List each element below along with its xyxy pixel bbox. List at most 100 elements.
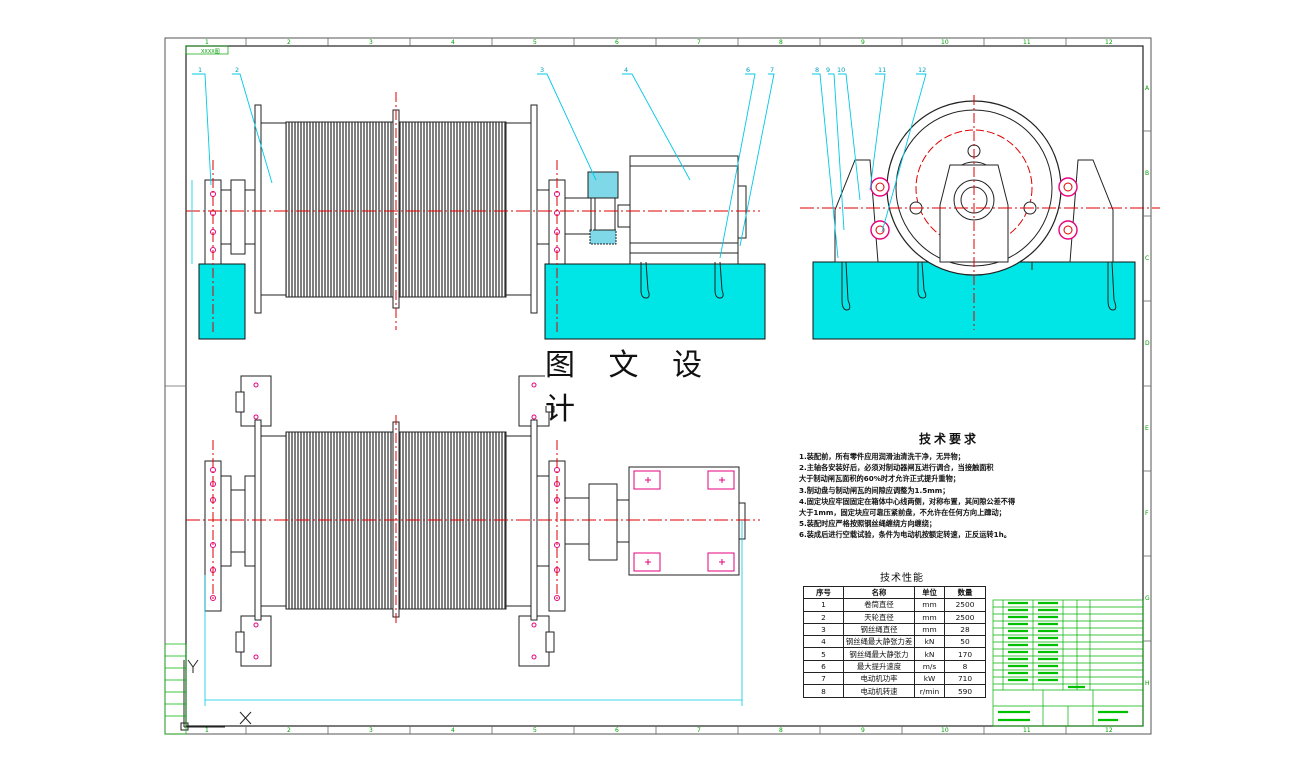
table-cell: kN — [914, 647, 945, 661]
table-cell: 卷筒直径 — [843, 598, 915, 612]
table-cell: mm — [914, 598, 945, 612]
callout-numbers: 1 2 3 4 6 7 8 9 10 11 12 — [198, 66, 926, 74]
drum-right-disk — [530, 104, 538, 314]
table-cell: 1 — [803, 598, 844, 612]
performance-table: 序号 名称 单位 数量 1 卷筒直径 mm 2500 2 天轮直径 mm 250… — [803, 585, 986, 698]
table-cell: mm — [914, 622, 945, 637]
table-cell: 天轮直径 — [843, 610, 915, 624]
column-labels-bottom: 1 2 3 4 5 6 7 8 9 10 11 12 — [205, 727, 1113, 734]
svg-text:5: 5 — [533, 39, 537, 46]
plan-brakes-left — [235, 375, 272, 667]
table-row: 6 最大提升速度 m/s 8 — [803, 659, 986, 674]
rope-winding-right — [398, 121, 507, 298]
table-row: 1 卷筒直径 mm 2500 — [803, 598, 986, 612]
svg-text:H: H — [1145, 680, 1150, 687]
table-cell: 7 — [803, 672, 844, 686]
svg-text:G: G — [1145, 595, 1150, 602]
table-cell: 590 — [944, 684, 986, 698]
header-cell: 名称 — [843, 585, 915, 600]
column-labels-top: 1 2 3 4 5 6 7 8 9 10 11 12 — [205, 39, 1113, 46]
svg-text:7: 7 — [770, 66, 774, 74]
table-cell: 3 — [803, 622, 844, 637]
requirement-line: 6.装成后进行空载试验，条件为电动机按额定转速，正反运转1h。 — [799, 530, 1011, 540]
watermark-label: 图 文 设 计 — [545, 348, 767, 427]
plan-view — [186, 375, 760, 706]
brake-stand-right — [1069, 159, 1114, 263]
svg-text:1: 1 — [205, 39, 209, 46]
svg-text:6: 6 — [615, 727, 619, 734]
drawing-number-box — [185, 45, 229, 55]
svg-text:2: 2 — [287, 727, 291, 734]
svg-text:1: 1 — [198, 66, 202, 74]
table-row: 2 天轮直径 mm 2500 — [803, 610, 986, 624]
requirement-line: 2.主轴各安装好后，必须对制动器闸瓦进行调合，当接触面积 — [799, 463, 994, 473]
overall-dimension — [204, 520, 743, 706]
svg-text:C: C — [1145, 255, 1149, 262]
requirement-line: 1.装配前，所有零件应用润滑油清洗干净，无异物； — [799, 452, 965, 461]
table-cell: 170 — [944, 647, 986, 661]
requirement-line: 3.制动盘与制动闸瓦的间隙应调整为1.5mm； — [799, 485, 950, 495]
title-block — [992, 599, 1144, 727]
svg-text:8: 8 — [779, 39, 783, 46]
svg-text:7: 7 — [697, 727, 701, 734]
plan-coupling — [588, 483, 618, 561]
motor-body — [629, 155, 739, 254]
table-cell: 钢丝绳最大静张力 — [843, 647, 915, 661]
svg-text:E: E — [1145, 425, 1149, 432]
table-cell: 50 — [944, 635, 986, 649]
svg-text:4: 4 — [451, 727, 455, 734]
svg-text:10: 10 — [941, 39, 949, 46]
svg-text:3: 3 — [369, 727, 373, 734]
table-cell: 最大提升速度 — [843, 659, 915, 674]
requirement-line: 4.固定块应牢固固定在箱体中心线两侧，对称布置，其间隙公差不得 — [799, 496, 1016, 506]
table-cell: 钢丝绳最大静张力差 — [843, 635, 915, 649]
table-row: 5 钢丝绳最大静张力 kN 170 — [803, 647, 986, 661]
svg-text:6: 6 — [615, 39, 619, 46]
table-cell: kN — [914, 635, 945, 649]
motor-foundation — [544, 263, 766, 340]
title-block-hatch — [998, 601, 1128, 722]
table-row: 3 钢丝绳直径 mm 28 — [803, 622, 986, 637]
table-cell: 5 — [803, 647, 844, 661]
table-cell: 2500 — [944, 598, 986, 612]
table-cell: kW — [914, 672, 945, 686]
svg-text:1: 1 — [205, 727, 209, 734]
table-cell: 4 — [803, 635, 844, 649]
table-cell: 电动机功率 — [843, 672, 915, 686]
svg-text:11: 11 — [878, 66, 886, 74]
front-view — [186, 92, 766, 340]
svg-text:10: 10 — [837, 66, 845, 74]
table-cell: 2 — [803, 610, 844, 624]
performance-table-title: 技术性能 — [880, 573, 924, 584]
svg-text:11: 11 — [1023, 727, 1031, 734]
svg-text:9: 9 — [861, 727, 865, 734]
ucs-icon — [180, 659, 252, 731]
svg-text:2: 2 — [235, 66, 239, 74]
anchor-bolts-front — [640, 261, 724, 299]
drawing-number: XXXX图 — [201, 49, 220, 55]
requirement-line: 5.装配时应严格按照钢丝绳缠绕方向缠绕； — [799, 519, 937, 529]
zone-ticks — [165, 38, 1151, 734]
svg-text:12: 12 — [918, 66, 926, 74]
svg-text:2: 2 — [287, 39, 291, 46]
svg-text:9: 9 — [826, 66, 830, 74]
svg-text:5: 5 — [533, 727, 537, 734]
table-cell: 28 — [944, 622, 986, 637]
table-cell: mm — [914, 610, 945, 624]
table-cell: 8 — [944, 659, 986, 674]
header-cell: 数量 — [944, 585, 986, 600]
svg-text:3: 3 — [369, 39, 373, 46]
side-view — [800, 95, 1160, 340]
technical-requirements-title: 技术要求 — [918, 432, 979, 446]
table-cell: 6 — [803, 659, 844, 674]
revision-panel — [164, 643, 187, 735]
svg-text:12: 12 — [1105, 727, 1113, 734]
svg-text:D: D — [1145, 340, 1150, 347]
svg-text:9: 9 — [861, 39, 865, 46]
row-labels: A B C D E F G H — [1145, 85, 1150, 687]
technical-requirements: 技术要求 1.装配前，所有零件应用润滑油清洗干净，无异物； 2.主轴各安装好后，… — [799, 430, 1099, 541]
svg-text:B: B — [1145, 170, 1149, 177]
svg-text:8: 8 — [815, 66, 819, 74]
requirement-line: 大于制动闸瓦面积的60%时才允许正式提升重物； — [799, 474, 960, 484]
